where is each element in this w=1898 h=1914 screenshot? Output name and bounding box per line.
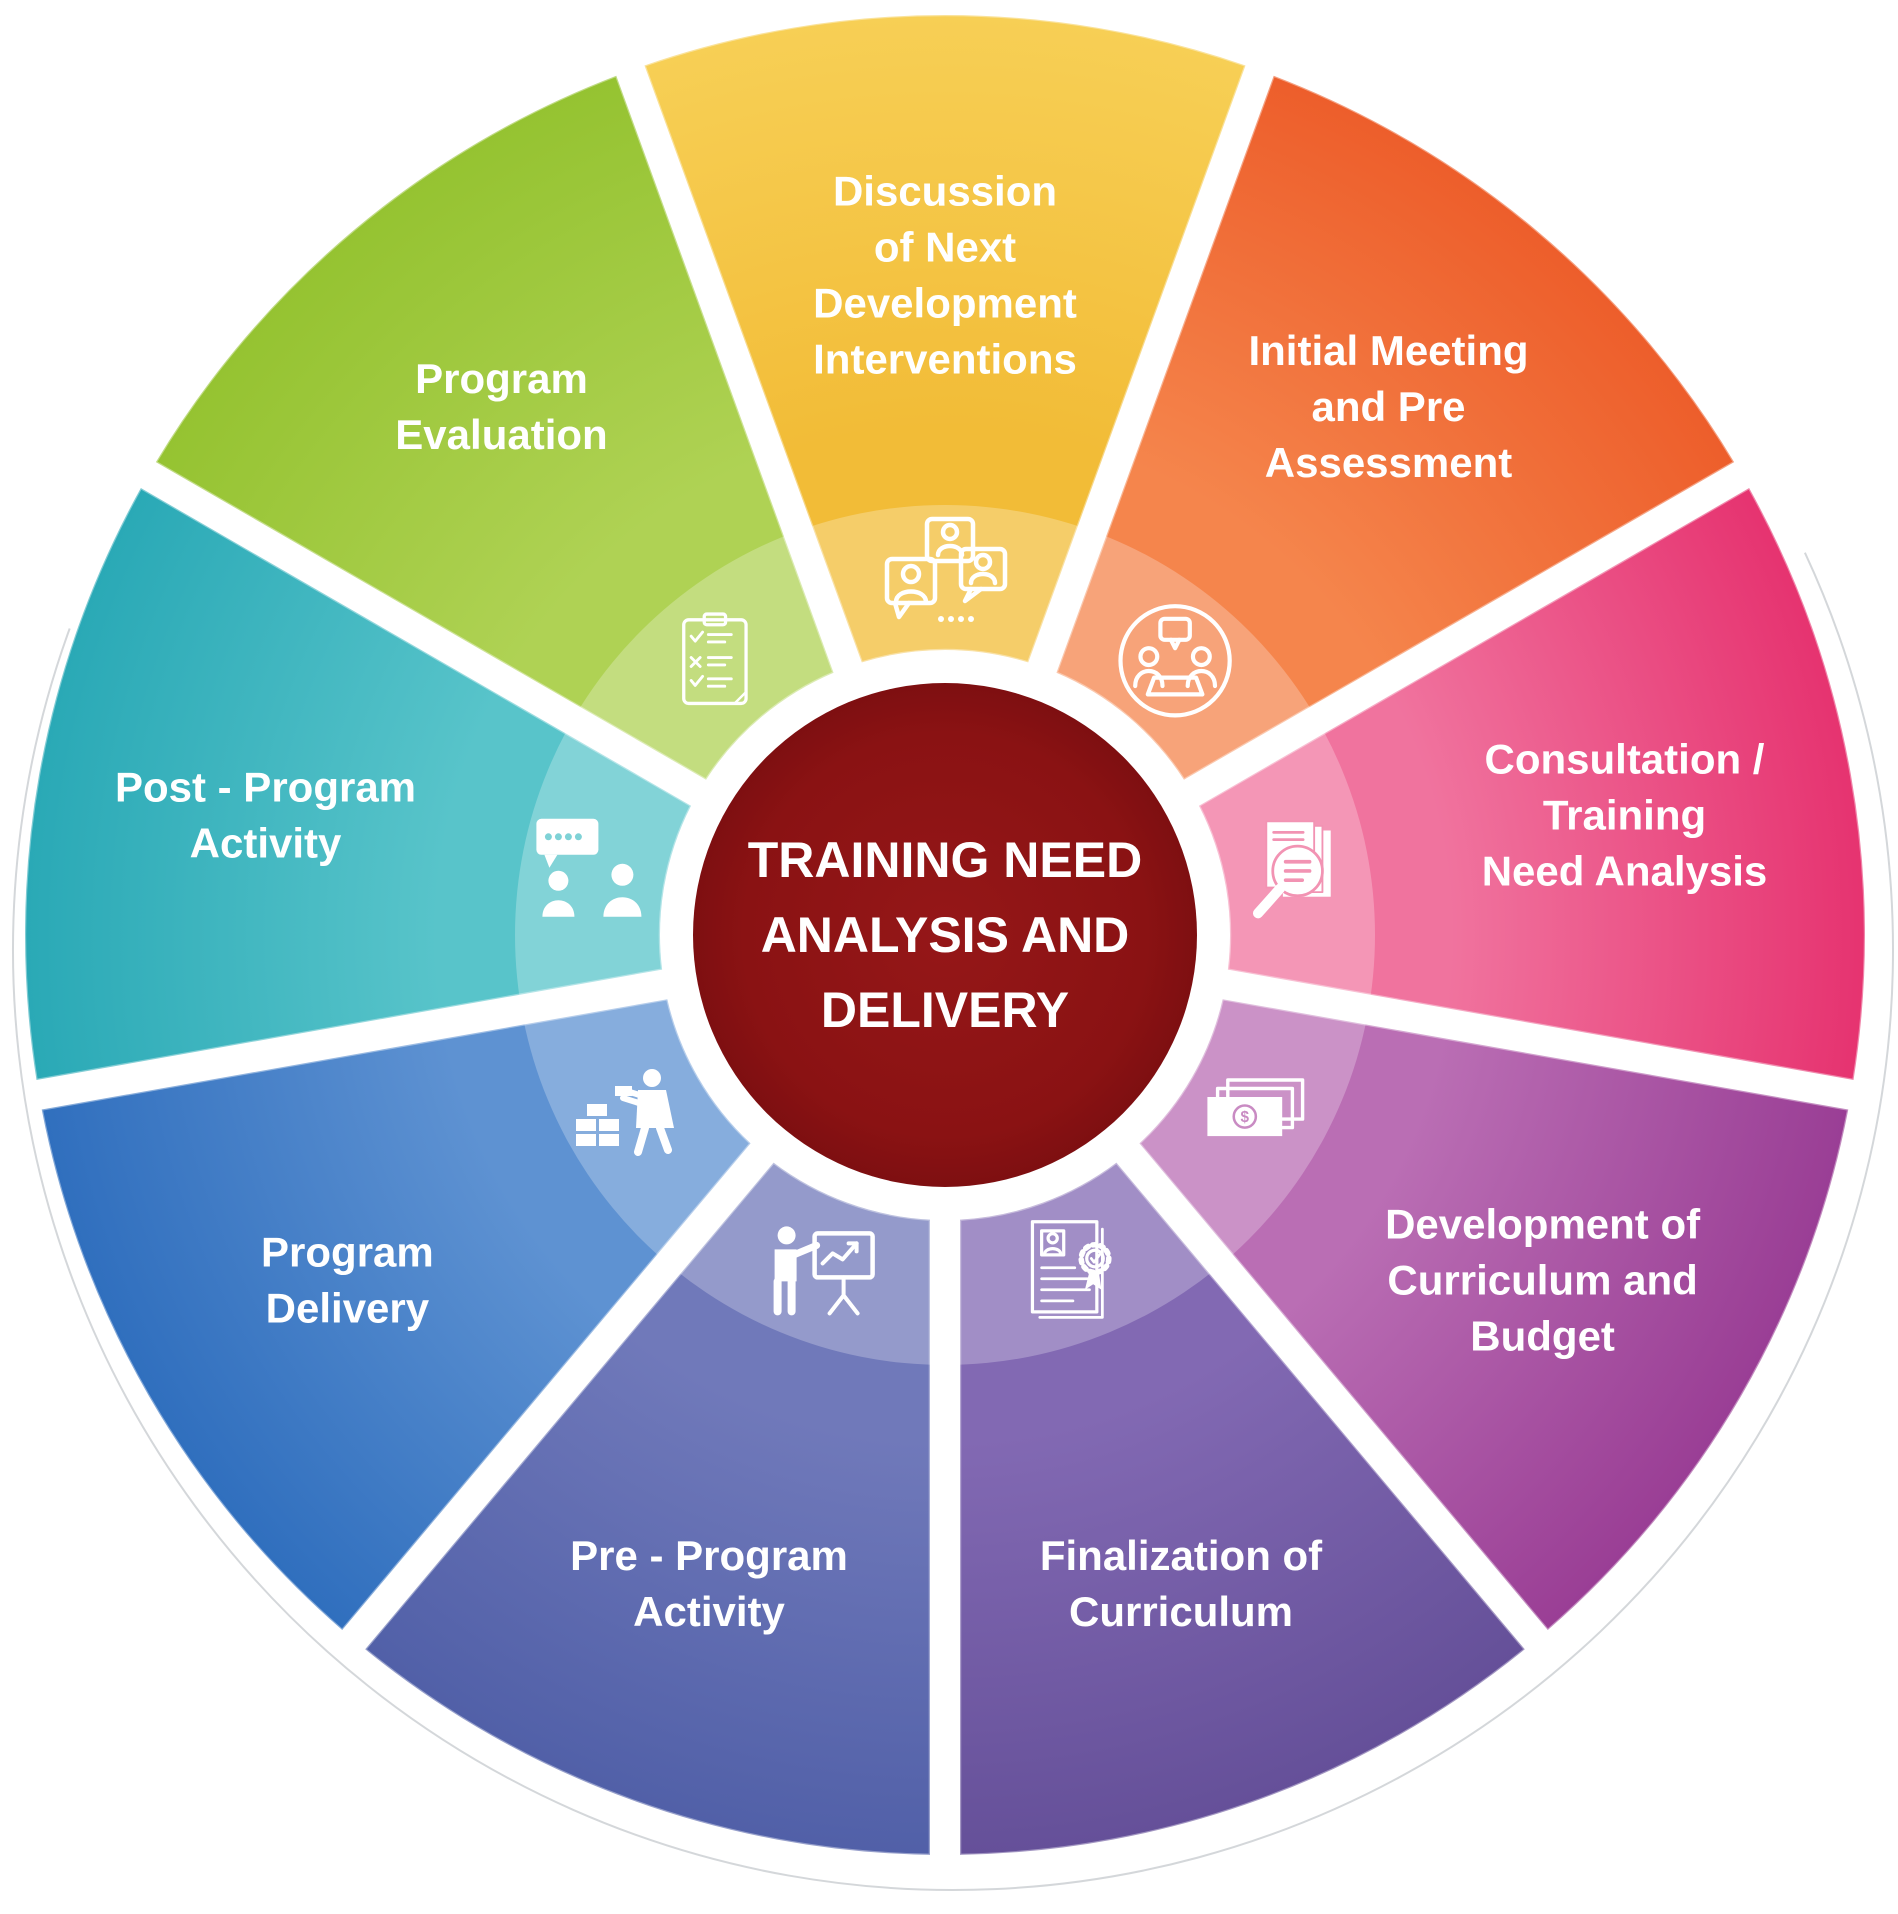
segment-label-line: Curriculum and [1387, 1257, 1697, 1304]
segment-label-line: Discussion [833, 168, 1057, 215]
center-title-line: DELIVERY [821, 982, 1069, 1038]
segment-development-budget [1137, 997, 1850, 1632]
segment-label-line: Post - Program [115, 764, 416, 811]
segment-label-line: Activity [633, 1588, 785, 1635]
doc-search-icon [1252, 820, 1331, 919]
segment-label-discussion: Discussion of NextDevelopmentIntervention… [813, 168, 1077, 383]
segment-label-line: Need Analysis [1482, 848, 1768, 895]
segment-label-line: Delivery [266, 1285, 430, 1332]
segment-post-program [23, 486, 693, 1082]
segment-label-line: Budget [1470, 1313, 1615, 1360]
segment-label-line: Initial Meeting [1248, 327, 1528, 374]
segment-label-line: Evaluation [395, 411, 607, 458]
segment-label-line: Development of [1385, 1201, 1701, 1248]
segment-discussion [642, 13, 1248, 664]
segment-pre-program [363, 1160, 932, 1857]
chat-people-icon [884, 516, 1008, 622]
certificate-icon [1030, 1220, 1112, 1319]
segment-label-finalization: Finalization of Curriculum [1040, 1532, 1323, 1635]
segment-label-line: of Next [874, 224, 1016, 271]
segment-label-line: Assessment [1265, 439, 1512, 486]
segment-label-line: Activity [190, 820, 342, 867]
center-title-line: ANALYSIS AND [761, 907, 1130, 963]
segment-label-line: Consultation / [1485, 736, 1765, 783]
segment-label-line: Interventions [813, 336, 1077, 383]
segment-label-line: Curriculum [1069, 1588, 1293, 1635]
segment-consultation [1197, 486, 1867, 1082]
svg-text:$: $ [1241, 1109, 1250, 1126]
wheel-shadow-ring [12, 552, 1894, 1892]
money-icon: $ [1207, 1078, 1305, 1137]
segment-initial-meeting [1054, 74, 1736, 782]
segment-label-line: Development [813, 280, 1077, 327]
talk-people-icon [536, 818, 642, 917]
builder-icon [576, 1069, 674, 1156]
meeting-icon [1118, 604, 1232, 718]
segment-label-line: Finalization of [1040, 1532, 1323, 1579]
segment-label-line: Pre - Program [570, 1532, 848, 1579]
checklist-icon [682, 612, 748, 706]
segment-label-line: Program [415, 355, 588, 402]
center-circle [693, 683, 1197, 1187]
icon-band-overlay [515, 505, 1375, 1365]
segment-finalization [958, 1160, 1527, 1857]
segment-label-line: and Pre [1311, 383, 1465, 430]
segment-label-line: Program [261, 1229, 434, 1276]
segment-program-evaluation [154, 74, 836, 782]
center-title-line: TRAINING NEED [748, 832, 1142, 888]
segment-label-line: Training [1543, 792, 1706, 839]
presentation-icon [773, 1226, 875, 1316]
segment-program-delivery [40, 997, 753, 1632]
